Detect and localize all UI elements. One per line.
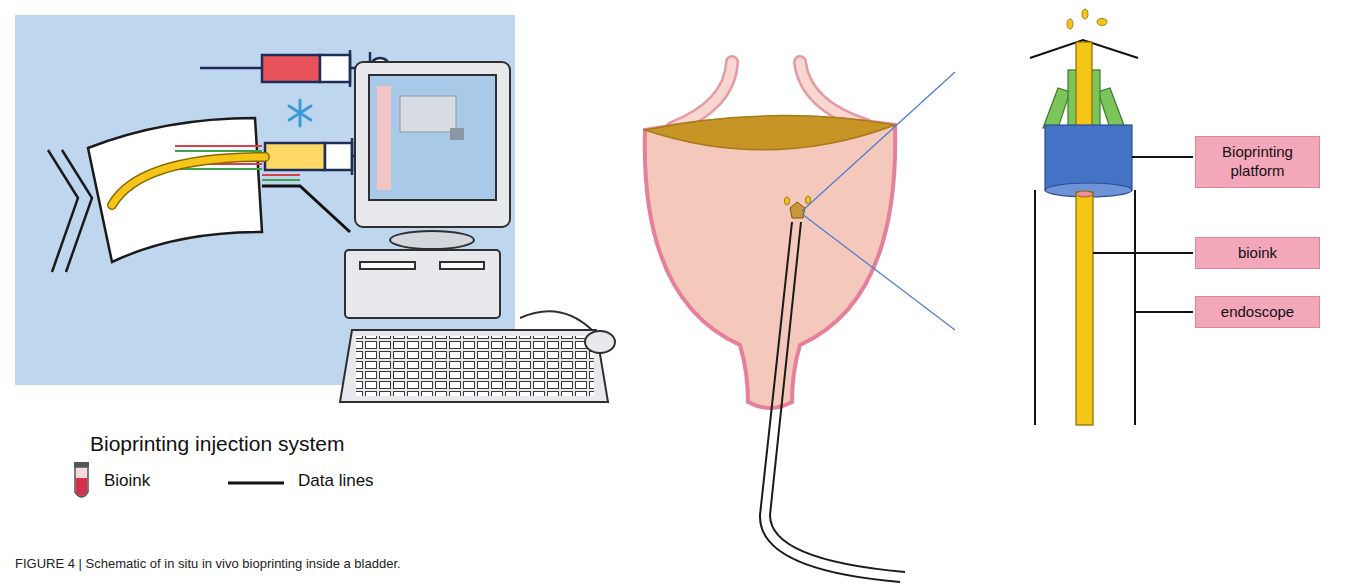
bioink-tube-icon (74, 462, 89, 497)
label-box: Bioprinting platform (1195, 136, 1320, 188)
label-text: Bioprinting platform (1204, 143, 1311, 181)
figure-caption: FIGURE 4 | Schematic of in situ in vivo … (15, 556, 401, 571)
snowflake-symbol (289, 100, 311, 126)
legend-text: Bioink (104, 471, 150, 491)
computer (340, 62, 615, 402)
legend-entry: Bioink (104, 471, 150, 491)
system-label: Bioprinting injection system (90, 432, 344, 456)
zoom-schematic (1030, 40, 1193, 425)
legend-entry: Data lines (298, 471, 374, 491)
zoom-lines (802, 72, 955, 330)
bioink-drops (785, 196, 811, 205)
label-text: endoscope (1204, 303, 1311, 322)
endoscope-handpiece (48, 118, 262, 272)
bladder-dome (645, 116, 895, 150)
data-line-sample (228, 482, 284, 485)
legend-text: Data lines (298, 471, 374, 491)
endoscope-channels (112, 146, 350, 232)
zoom-drops (1067, 9, 1107, 29)
label-box: bioink (1195, 237, 1320, 270)
label-text: bioink (1204, 244, 1311, 263)
label-box: endoscope (1195, 296, 1320, 329)
